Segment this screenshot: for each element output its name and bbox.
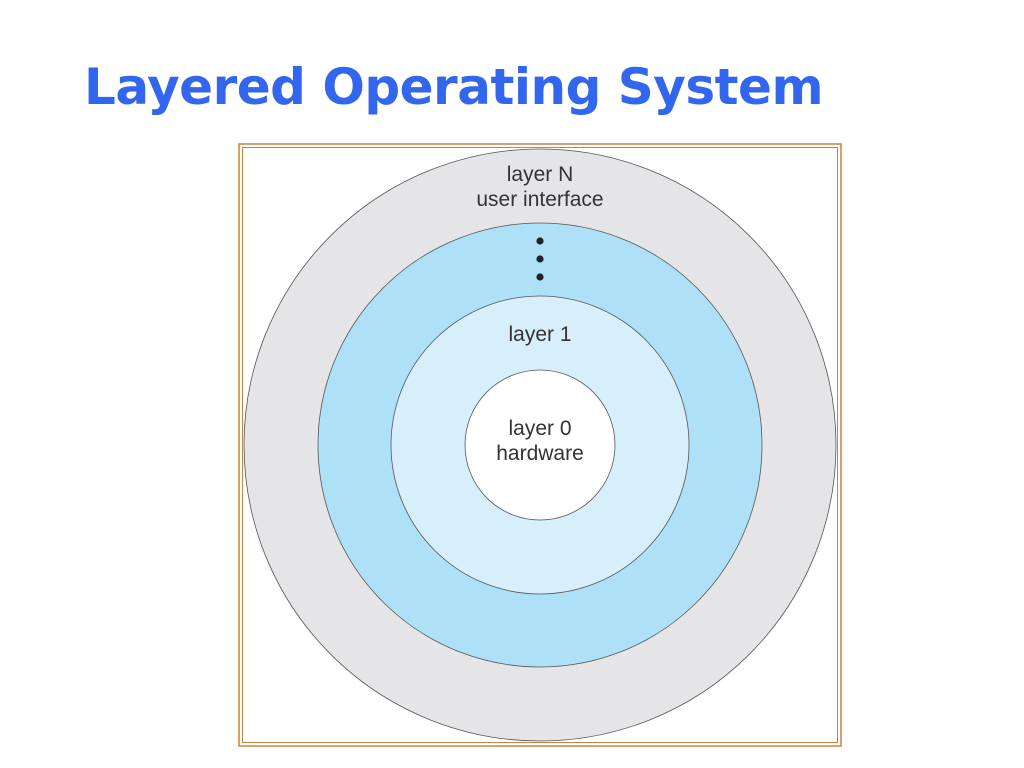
- vertical-ellipsis-icon: [536, 237, 544, 281]
- layer-0-sublabel: hardware: [496, 442, 584, 465]
- layer-n-label: layer N: [507, 163, 574, 186]
- layer-0-core: [464, 369, 616, 521]
- layer-n-sublabel: user interface: [476, 188, 603, 211]
- layer-1-label: layer 1: [508, 323, 571, 346]
- slide-title: Layered Operating System: [84, 58, 824, 116]
- diagram-frame-outer: [238, 143, 842, 747]
- layer-0-label: layer 0: [508, 417, 571, 440]
